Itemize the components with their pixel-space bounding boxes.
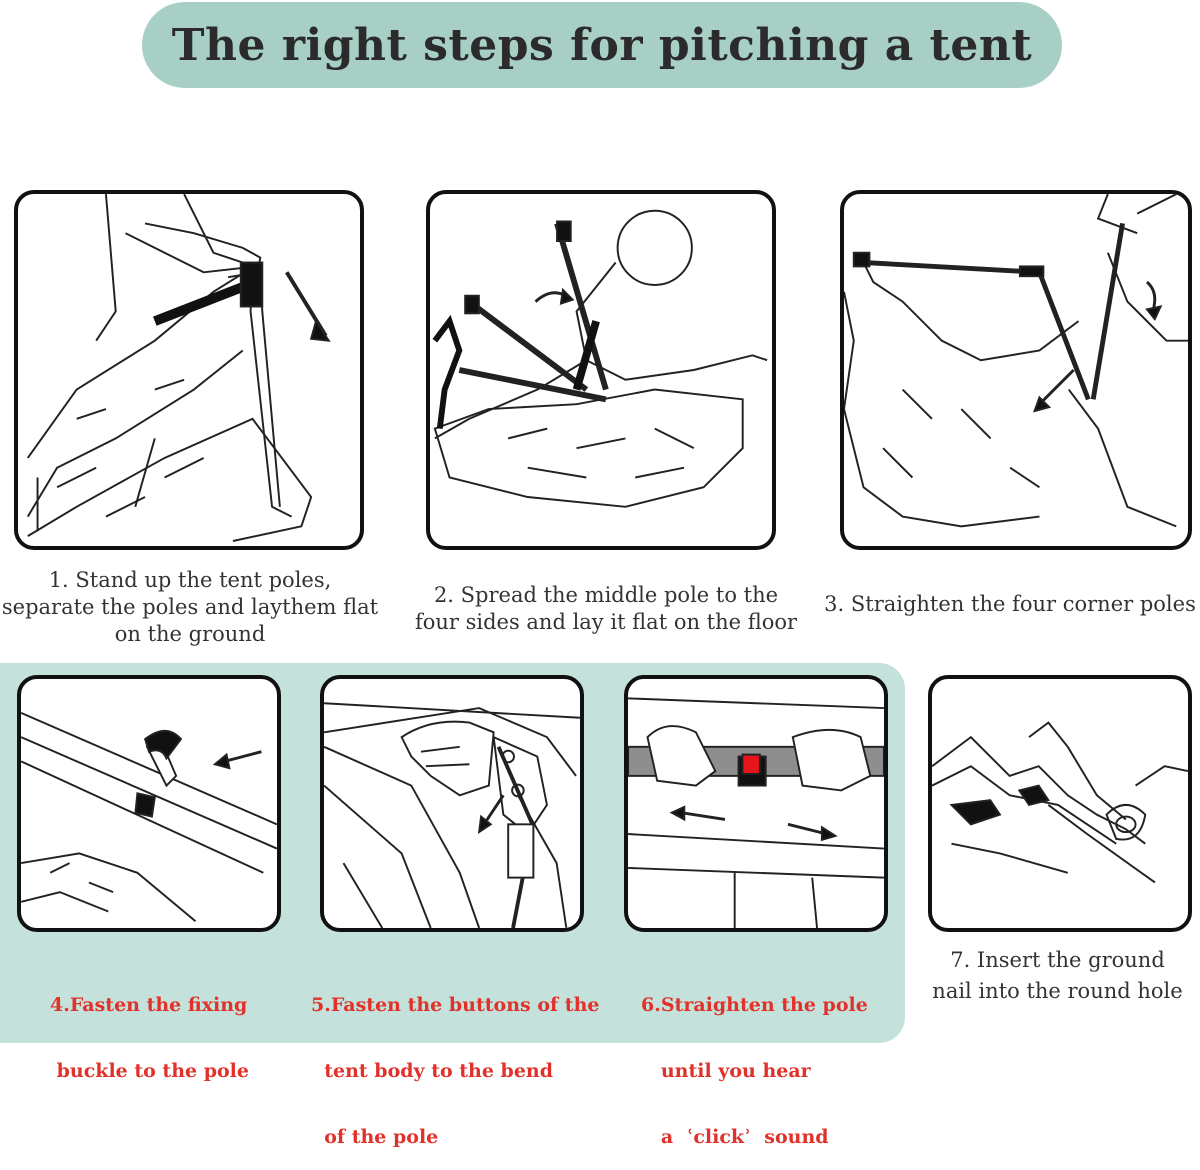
step-6-illustration xyxy=(624,675,888,932)
step-6-caption: 6.Straighten the pole until you hear a ʿ… xyxy=(641,950,868,1170)
step-1-illustration xyxy=(14,190,364,550)
step-4-caption: 4.Fasten the fixing buckle to the pole xyxy=(50,950,249,1104)
step-4-line-2: buckle to the pole xyxy=(50,1060,249,1082)
step-5-illustration xyxy=(320,675,584,932)
step-4-line-1: 4.Fasten the fixing xyxy=(50,994,248,1016)
step-7-caption: 7. Insert the ground nail into the round… xyxy=(915,945,1200,1007)
step-7-illustration xyxy=(928,675,1192,932)
step-6-line-2: until you hear xyxy=(641,1060,811,1082)
step-7-line-2: nail into the round hole xyxy=(932,979,1183,1003)
step-2-caption: 2. Spread the middle pole to the four si… xyxy=(414,583,798,634)
step-2-illustration xyxy=(426,190,776,550)
step-3-caption: 3. Straighten the four corner poles xyxy=(824,592,1196,616)
step-6-line-1: 6.Straighten the pole xyxy=(641,994,868,1016)
step-5-line-3: of the pole xyxy=(311,1126,439,1148)
step-7-line-1: 7. Insert the ground xyxy=(950,948,1165,972)
title-banner: The right steps for pitching a tent xyxy=(142,2,1062,88)
page-title: The right steps for pitching a tent xyxy=(171,19,1033,71)
step-3-illustration xyxy=(840,190,1192,550)
step-5-caption: 5.Fasten the buttons of the tent body to… xyxy=(311,950,599,1170)
step-6-line-3: a ʿclickʾ sound xyxy=(641,1126,829,1148)
step-5-line-1: 5.Fasten the buttons of the xyxy=(311,994,600,1016)
step-4-illustration xyxy=(17,675,281,932)
step-5-line-2: tent body to the bend xyxy=(311,1060,554,1082)
step-1-caption: 1. Stand up the tent poles, separate the… xyxy=(1,568,379,646)
